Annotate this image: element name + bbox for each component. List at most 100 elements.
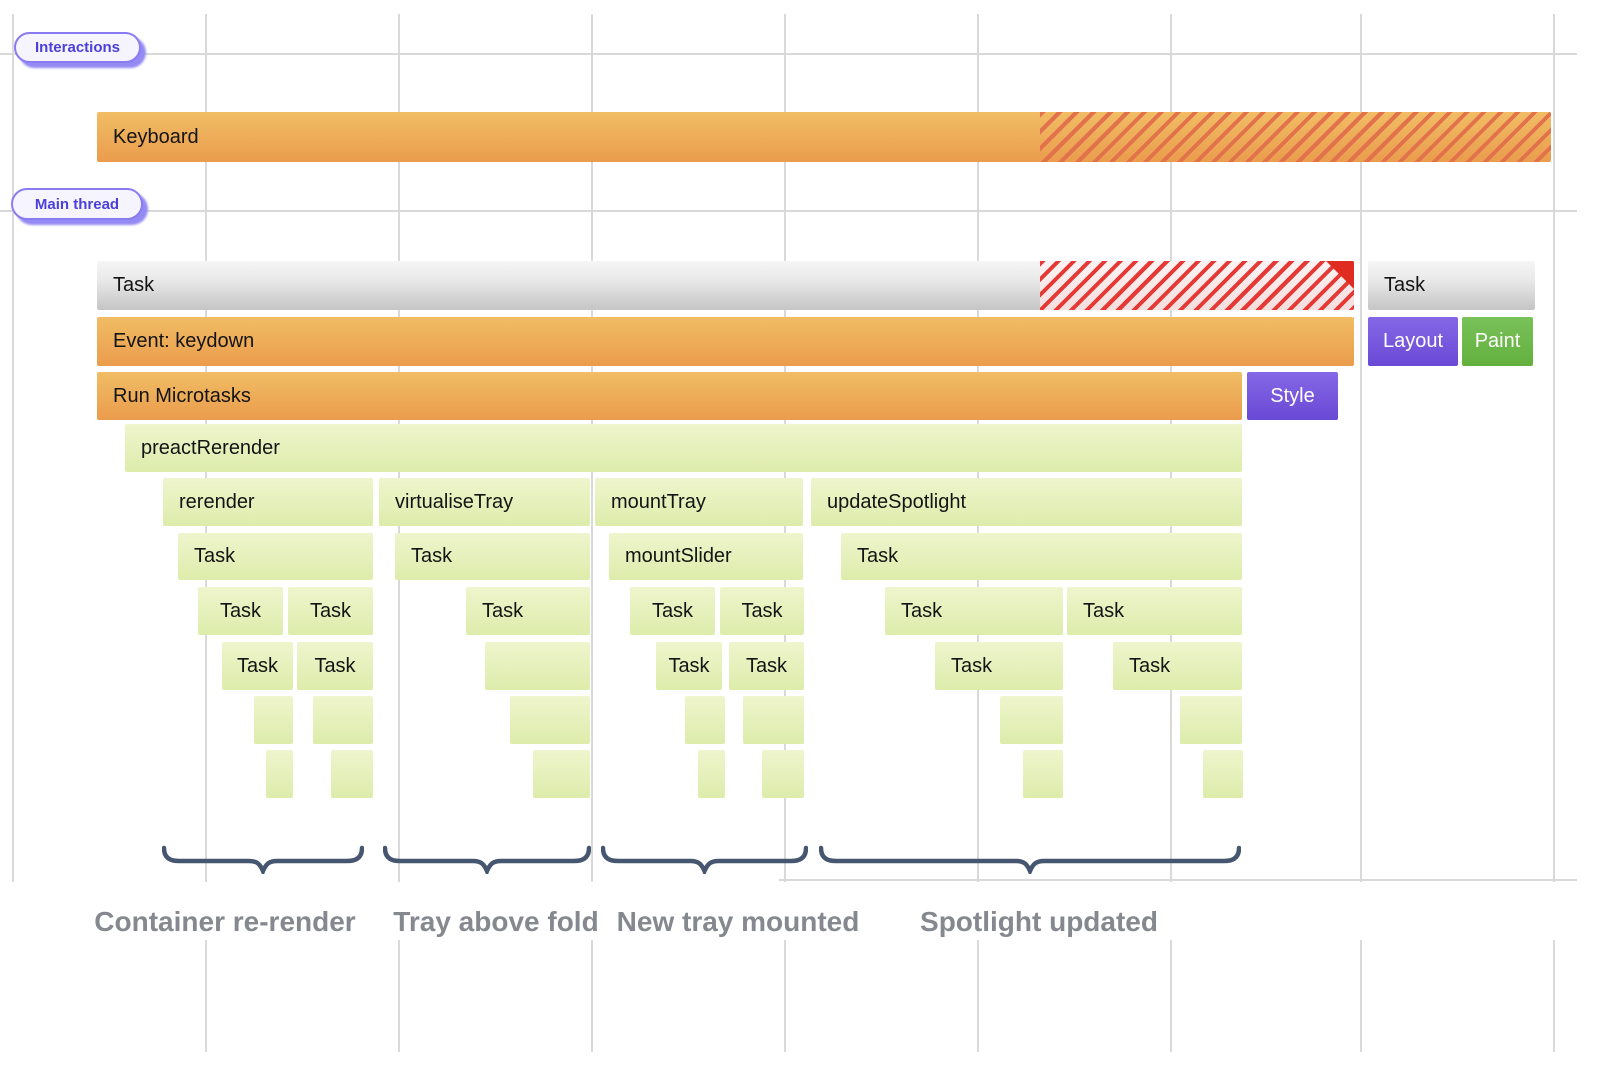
task-block[interactable] — [510, 696, 590, 744]
bar-label: Style — [1270, 384, 1315, 407]
grid-line-vertical — [1553, 940, 1555, 1052]
task-bar[interactable]: Task — [198, 587, 283, 635]
track-badge-label: Main thread — [34, 195, 120, 213]
task-second-bar[interactable]: Task — [1368, 261, 1535, 310]
task-block[interactable] — [485, 642, 590, 690]
group-caption: Spotlight updated — [920, 906, 1158, 937]
task-block[interactable] — [313, 696, 373, 744]
bar-label: Task — [901, 599, 943, 622]
task-block[interactable] — [1000, 696, 1063, 744]
task-bar[interactable]: Task — [1113, 642, 1242, 690]
task-bar[interactable]: Task — [288, 587, 373, 635]
bar-label: mountTray — [611, 490, 706, 513]
task-main-bar[interactable]: Task — [97, 261, 1354, 310]
task-bar[interactable]: Task — [297, 642, 373, 690]
task-bar[interactable]: Task — [178, 533, 373, 580]
task-block[interactable] — [698, 750, 725, 798]
grid-line-vertical — [1553, 14, 1555, 882]
bar-label: Task — [309, 599, 352, 622]
grid-line-vertical — [1360, 940, 1362, 1052]
grid-line-vertical — [398, 940, 400, 1052]
task-bar[interactable]: Task — [935, 642, 1063, 690]
bar-label: Task — [1129, 654, 1171, 677]
task-block[interactable] — [762, 750, 804, 798]
bar-label: Paint — [1474, 330, 1521, 352]
task-block[interactable] — [533, 750, 590, 798]
style-bar[interactable]: Style — [1247, 372, 1338, 420]
bar-label: Task — [741, 599, 783, 622]
run-microtasks-bar[interactable]: Run Microtasks — [97, 372, 1242, 420]
bar-label: Run Microtasks — [113, 384, 251, 407]
bar-label: Task — [113, 274, 155, 296]
grid-line-vertical — [591, 940, 593, 1052]
rerender-bar[interactable]: rerender — [163, 478, 373, 526]
bar-label: virtualiseTray — [395, 490, 514, 513]
grid-line-vertical — [12, 14, 14, 882]
bar-label: preactRerender — [141, 436, 280, 459]
group-brace — [162, 845, 364, 874]
group-caption: Container re-render — [94, 906, 356, 937]
task-block[interactable] — [743, 696, 804, 744]
track-badge-interactions[interactable]: Interactions — [14, 32, 141, 63]
task-bar[interactable]: Task — [729, 642, 804, 690]
grid-line-vertical — [205, 940, 207, 1052]
bar-label: Layout — [1382, 330, 1444, 352]
task-block[interactable] — [1180, 696, 1242, 744]
paint-bar[interactable]: Paint — [1462, 317, 1533, 366]
task-block[interactable] — [331, 750, 373, 798]
grid-line-horizontal — [0, 210, 1577, 212]
grid-line-vertical — [784, 940, 786, 1052]
task-block[interactable] — [266, 750, 293, 798]
mount-tray-bar[interactable]: mountTray — [595, 478, 803, 526]
group-brace — [819, 845, 1241, 874]
bar-label: Task — [745, 654, 788, 677]
bar-label: Task — [219, 599, 262, 622]
task-block[interactable] — [685, 696, 725, 744]
task-block[interactable] — [1023, 750, 1063, 798]
grid-line-horizontal — [0, 53, 1577, 55]
task-bar[interactable]: Task — [466, 587, 590, 635]
task-bar[interactable]: Task — [395, 533, 590, 580]
track-badge-main-thread[interactable]: Main thread — [11, 188, 143, 220]
group-caption: Tray above fold — [393, 906, 599, 937]
task-bar[interactable]: Task — [885, 587, 1063, 635]
bar-label: Event: keydown — [113, 330, 255, 352]
task-bar[interactable]: Task — [630, 587, 715, 635]
bar-label: Task — [1083, 599, 1125, 622]
track-badge-label: Interactions — [34, 39, 121, 56]
keyboard-bar[interactable]: Keyboard — [97, 112, 1551, 162]
task-block[interactable] — [1203, 750, 1243, 798]
task-bar[interactable]: Task — [222, 642, 293, 690]
task-bar[interactable]: Task — [841, 533, 1242, 580]
grid-line-vertical — [977, 940, 979, 1052]
bar-label: Task — [482, 599, 524, 622]
preact-rerender-bar[interactable]: preactRerender — [125, 424, 1242, 472]
task-block[interactable] — [254, 696, 293, 744]
layout-bar[interactable]: Layout — [1368, 317, 1458, 366]
update-spotlight-bar[interactable]: updateSpotlight — [811, 478, 1242, 526]
bar-label: Task — [951, 654, 993, 677]
hatch-overlay — [1040, 112, 1551, 162]
grid-line-vertical — [1360, 14, 1362, 882]
event-keydown-bar[interactable]: Event: keydown — [97, 317, 1354, 366]
bar-label: Task — [236, 654, 279, 677]
bar-label: Keyboard — [113, 125, 199, 148]
task-bar[interactable]: Task — [1067, 587, 1242, 635]
task-bar[interactable]: Task — [656, 642, 722, 690]
group-caption: New tray mounted — [616, 906, 860, 937]
red-hatch-overlay — [1040, 261, 1354, 310]
bar-label: Task — [651, 599, 694, 622]
bar-label: Task — [411, 545, 453, 567]
group-brace — [383, 845, 591, 874]
bar-label: updateSpotlight — [827, 490, 967, 513]
group-brace — [601, 845, 808, 874]
bar-label: mountSlider — [625, 545, 732, 567]
mount-slider-bar[interactable]: mountSlider — [609, 533, 803, 580]
bar-label: Task — [668, 654, 710, 677]
task-bar[interactable]: Task — [720, 587, 804, 635]
bar-label: Task — [857, 545, 899, 567]
virtualise-tray-bar[interactable]: virtualiseTray — [379, 478, 590, 526]
grid-line-vertical — [1170, 940, 1172, 1052]
grid-line-horizontal — [779, 879, 1577, 881]
